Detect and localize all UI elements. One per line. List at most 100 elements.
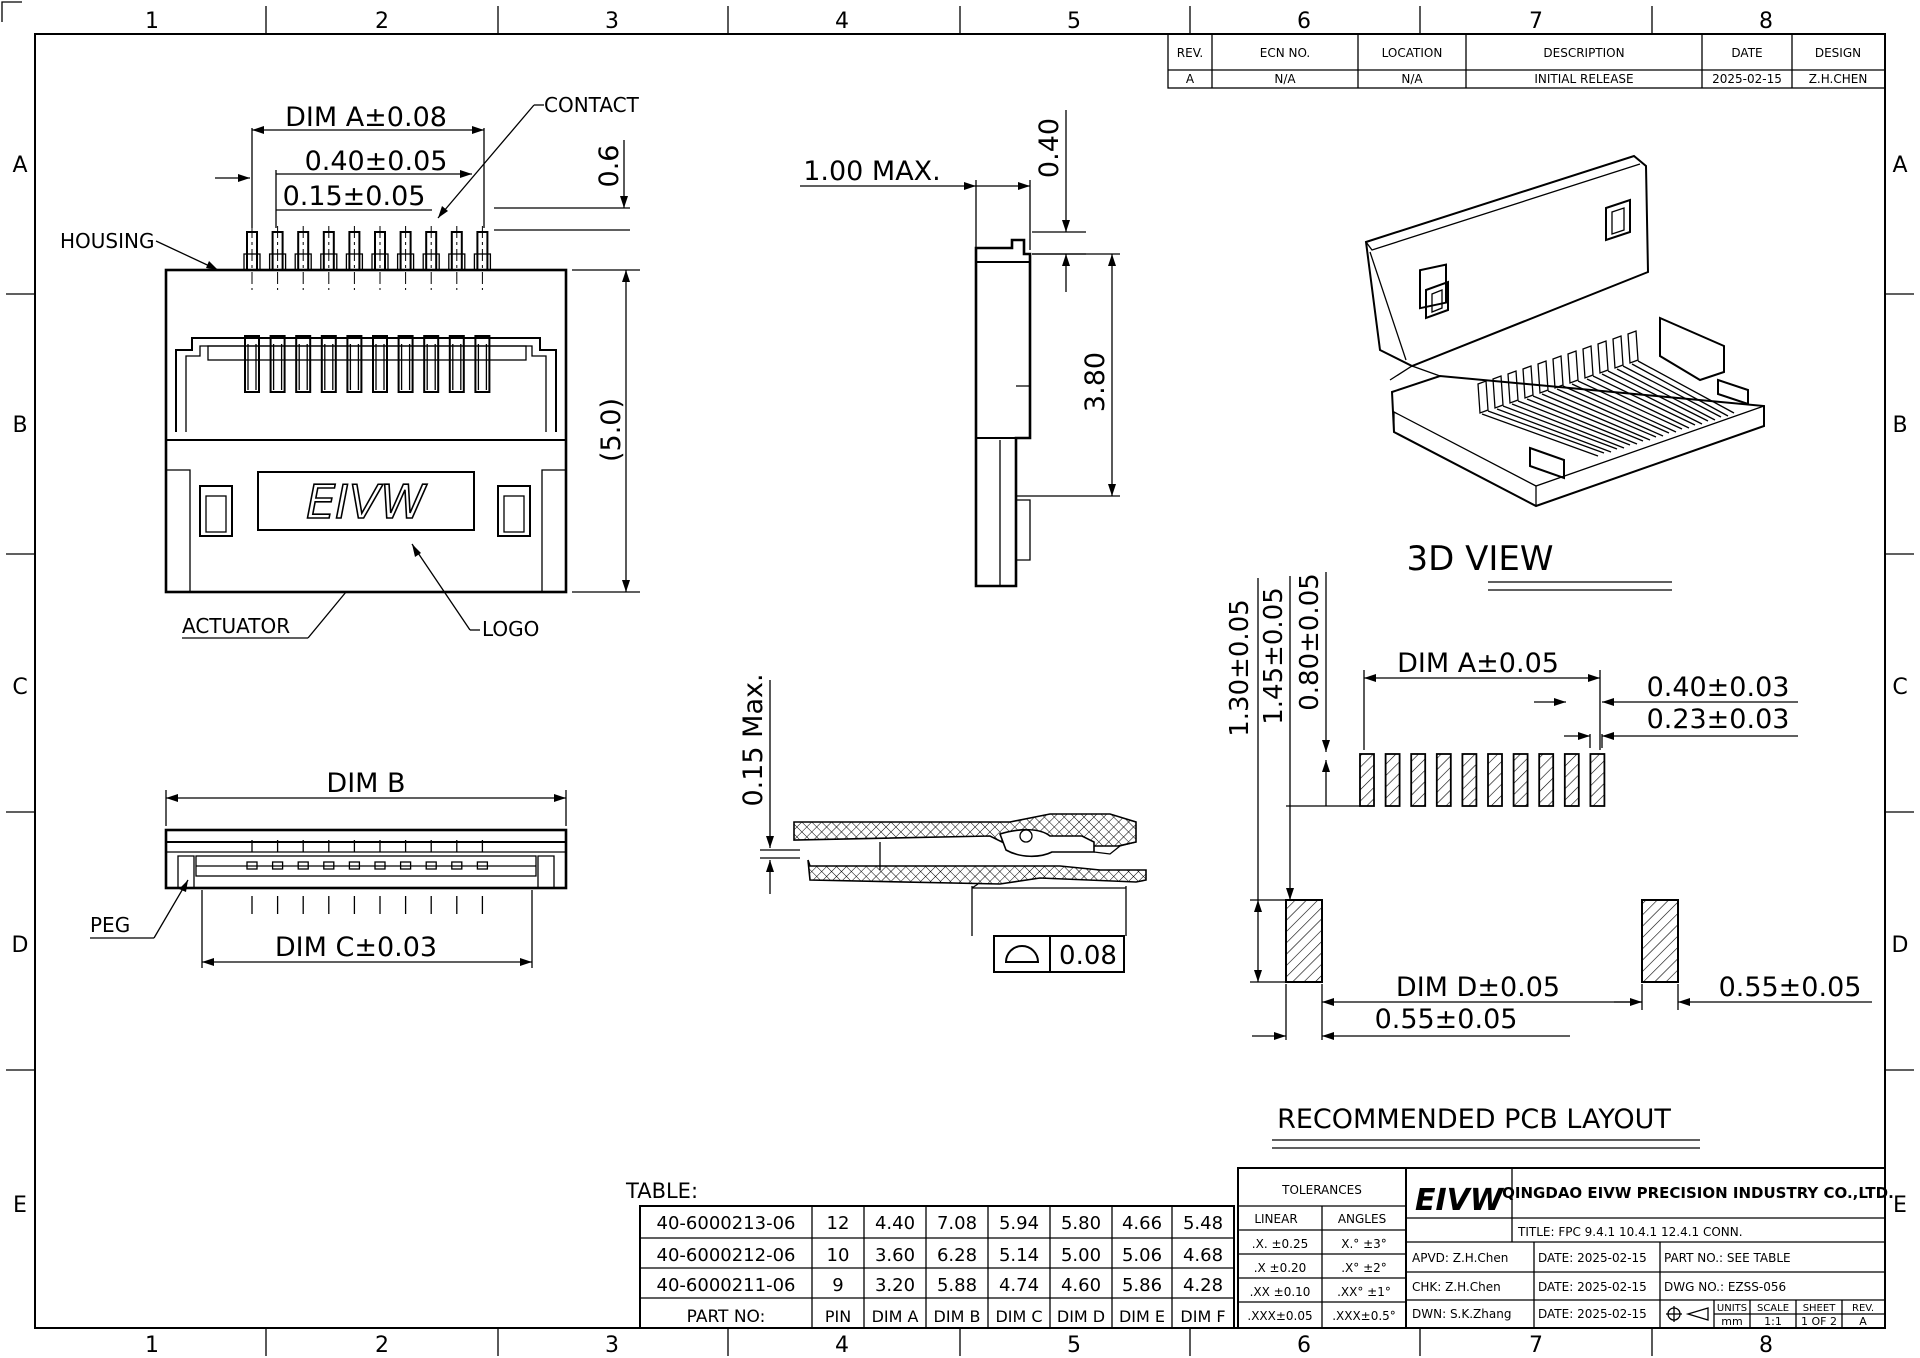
bottom-view-pads	[196, 840, 536, 914]
tb-units-label: UNITS	[1717, 1303, 1747, 1314]
table-cell: 3.20	[875, 1275, 915, 1296]
iso-contact	[1507, 370, 1519, 404]
front-view-slot-contacts	[244, 335, 491, 393]
grid-row-left-A: A	[12, 153, 27, 178]
rev-header-rev: REV.	[1177, 46, 1203, 60]
rev-value-location: N/A	[1401, 72, 1423, 86]
pcb-peg-width-label: 0.55±0.05	[1375, 1004, 1518, 1035]
table-cell: 10	[827, 1245, 850, 1266]
table-cell: 5.48	[1183, 1213, 1223, 1234]
slot-contact	[397, 335, 414, 393]
iso-contact	[1477, 380, 1489, 414]
pcb-pad	[1359, 753, 1375, 807]
revision-block: REV. ECN NO. LOCATION DESCRIPTION DATE D…	[1167, 33, 1886, 89]
tb-angle-tolerance: .X° ±2°	[1341, 1261, 1387, 1275]
front-pin-height-label: 0.6	[594, 145, 625, 188]
table-cell: 4.28	[1183, 1275, 1223, 1296]
grid-col-bottom-2: 2	[375, 1333, 389, 1358]
slot-contact	[244, 335, 260, 393]
pcb-height-3-label: 0.80±0.05	[1295, 573, 1325, 711]
3d-view: 3D VIEW	[1364, 154, 1765, 591]
pcb-layout: 1.30±0.05 1.45±0.05 0.80±0.05 DIM A±0.05…	[1225, 572, 1872, 1149]
grid-row-right-D: D	[1892, 933, 1909, 958]
pcb-dim-a-label: DIM A±0.05	[1397, 648, 1559, 679]
grid-col-top-5: 5	[1067, 9, 1081, 34]
pcb-layout-title: RECOMMENDED PCB LAYOUT	[1277, 1104, 1671, 1135]
bottom-view: DIM B DIM C±0.03 PEG	[90, 768, 568, 968]
front-pitch-label: 0.40±0.05	[305, 146, 448, 177]
slot-contact	[269, 335, 286, 393]
table-header-cell: DIM D	[1057, 1307, 1105, 1326]
pcb-pad	[1461, 753, 1478, 807]
front-housing-label: HOUSING	[60, 229, 154, 253]
iso-contact	[1582, 345, 1594, 379]
table-part-no-cell: 40-6000213-06	[657, 1213, 796, 1234]
rev-header-description: DESCRIPTION	[1543, 46, 1624, 60]
table-cell: 4.66	[1122, 1213, 1162, 1234]
pcb-pad	[1384, 753, 1401, 807]
table-header-cell: DIM E	[1119, 1307, 1165, 1326]
tb-date-3: DATE: 2025-02-15	[1538, 1307, 1647, 1321]
iso-contact	[1492, 375, 1504, 409]
front-dim-a-label: DIM A±0.08	[285, 102, 447, 133]
grid-col-top-7: 7	[1529, 9, 1543, 34]
tb-title: TITLE: FPC 9.4.1 10.4.1 12.4.1 CONN.	[1517, 1225, 1743, 1239]
grid-col-bottom-3: 3	[605, 1333, 619, 1358]
rev-header-ecn: ECN NO.	[1260, 46, 1311, 60]
pcb-dim-d-label: DIM D±0.05	[1396, 972, 1560, 1003]
side-top-label: 0.40	[1034, 118, 1065, 178]
pcb-pad	[1410, 753, 1427, 807]
front-view: EIVW DIM A±0.08 0.40±0.05 0.15±0.05 CONT…	[60, 93, 640, 641]
table-cell: 4.68	[1183, 1245, 1223, 1266]
slot-contact	[423, 335, 440, 393]
iso-contact	[1537, 360, 1549, 394]
rev-value-ecn: N/A	[1274, 72, 1296, 86]
pcb-height-2-label: 1.45±0.05	[1259, 587, 1289, 725]
tb-chk: CHK: Z.H.Chen	[1412, 1280, 1501, 1294]
rev-value-design: Z.H.CHEN	[1809, 72, 1868, 86]
rev-value-date: 2025-02-15	[1712, 72, 1782, 86]
tb-tolerances-label: TOLERANCES	[1281, 1183, 1362, 1197]
pcb-layout-pads	[1359, 753, 1606, 807]
slot-contact	[474, 335, 491, 393]
iso-contact	[1567, 350, 1579, 384]
tb-angle-tolerance: .XX° ±1°	[1337, 1285, 1391, 1299]
slot-contact	[448, 335, 465, 393]
pcb-height-1-label: 1.30±0.05	[1225, 599, 1255, 737]
tb-sheet-label: SHEET	[1803, 1303, 1837, 1314]
rev-header-date: DATE	[1731, 46, 1762, 60]
table-cell: 5.94	[999, 1213, 1039, 1234]
slot-contact	[346, 335, 363, 393]
tb-linear-tolerance: .X. ±0.25	[1252, 1237, 1308, 1251]
table-cell: 5.06	[1122, 1245, 1162, 1266]
pcb-pad-width-label: 0.23±0.03	[1647, 704, 1790, 735]
bottom-dim-c-label: DIM C±0.03	[275, 932, 437, 963]
pcb-peg-width-right-label: 0.55±0.05	[1719, 972, 1862, 1003]
tb-date-1: DATE: 2025-02-15	[1538, 1251, 1647, 1265]
table-cell: 12	[827, 1213, 850, 1234]
grid-col-bottom-4: 4	[835, 1333, 849, 1358]
table-part-no-cell: 40-6000211-06	[657, 1275, 796, 1296]
iso-contact	[1627, 330, 1639, 364]
grid-col-top-2: 2	[375, 9, 389, 34]
pcb-pad	[1538, 753, 1555, 807]
slot-contact	[320, 335, 337, 393]
table-cell: 5.00	[1061, 1245, 1101, 1266]
table-header-cell: DIM A	[872, 1307, 919, 1326]
slot-contact	[295, 335, 312, 393]
tb-units: mm	[1721, 1315, 1742, 1328]
pcb-pad	[1435, 753, 1452, 807]
table-cell: 3.60	[875, 1245, 915, 1266]
table-cell: 4.40	[875, 1213, 915, 1234]
section-view: 0.15 Max. 0.08	[738, 673, 1147, 973]
tb-scale-label: SCALE	[1757, 1303, 1789, 1314]
grid-row-left-C: C	[12, 675, 27, 700]
grid-col-bottom-6: 6	[1297, 1333, 1311, 1358]
table-header-cell: DIM F	[1180, 1307, 1225, 1326]
pcb-pad	[1487, 753, 1503, 807]
tb-date-2: DATE: 2025-02-15	[1538, 1280, 1647, 1294]
front-view-pin-centerlines	[251, 226, 483, 290]
